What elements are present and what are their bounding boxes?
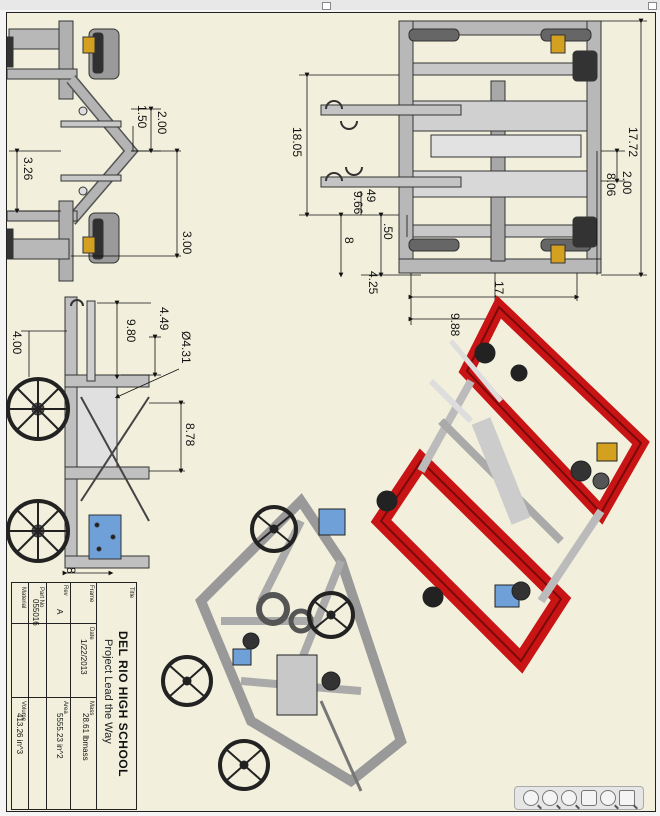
dim-label: 18.05	[290, 127, 304, 157]
top-view	[7, 20, 139, 282]
area-value: 5555.23 in^2	[55, 713, 64, 759]
side-view-dims	[21, 300, 185, 576]
dim-label: 8.78	[183, 423, 197, 447]
title-block-divider	[46, 583, 47, 809]
frame-label: Frame	[88, 585, 94, 603]
dim-label: 4.49	[157, 307, 171, 331]
title-block-divider	[96, 583, 97, 809]
drawing-sheet: 2.00 1.50 3.26 3.00	[6, 12, 656, 812]
dim-label: 9.88	[448, 313, 462, 337]
dim-label: 17.72	[626, 127, 640, 157]
dim-label: 9.80	[124, 319, 138, 343]
project-name: Project Lead the Way	[102, 639, 114, 744]
title-block-divider	[12, 697, 96, 698]
view-toolbar	[514, 786, 644, 810]
title-block-divider	[70, 583, 71, 809]
volume-value: 413.26 in^3	[15, 713, 24, 755]
rev-label: Rev	[62, 585, 68, 596]
part-no-value: 055016	[31, 599, 40, 626]
dim-label: 1.50	[135, 105, 149, 129]
dim-label: 2.00	[155, 111, 169, 135]
dim-label: 4.25	[366, 271, 380, 295]
top-view-dims	[9, 106, 181, 259]
mass-value: 28.61 lbmass	[81, 713, 90, 761]
isometric-wagon-view	[370, 295, 650, 674]
drawing-canvas: 2.00 1.50 3.26 3.00	[7, 18, 650, 792]
dim-label: 4.00	[10, 331, 24, 355]
side-view	[7, 296, 150, 569]
isometric-cart-view	[161, 493, 407, 792]
dim-label: 8	[342, 237, 356, 244]
dim-label: .50	[381, 223, 395, 240]
rev-value: A	[55, 609, 64, 615]
title-block-divider	[28, 583, 29, 809]
dim-label: 8.06	[604, 173, 618, 197]
dim-label: 3.26	[21, 157, 35, 181]
home-view-icon[interactable]	[619, 790, 636, 806]
title-block-divider	[12, 623, 96, 624]
pan-icon[interactable]	[580, 790, 597, 806]
dim-label: 49	[364, 189, 378, 203]
orbit-icon[interactable]	[599, 790, 616, 806]
window-top-bar	[0, 0, 660, 10]
title-block: Material Part No 055016 Rev A Frame Date…	[11, 582, 137, 810]
zoom-icon[interactable]	[561, 790, 578, 806]
area-label: Area	[62, 701, 68, 714]
dim-label: 9.66	[351, 191, 365, 215]
selection-handle-icon[interactable]	[648, 2, 657, 10]
school-name: DEL RIO HIGH SCHOOL	[116, 631, 130, 777]
title-label: Title	[128, 587, 134, 599]
zoom-window-icon[interactable]	[541, 790, 558, 806]
selection-handle-icon[interactable]	[322, 2, 331, 10]
dim-label: 8	[64, 567, 78, 574]
front-view	[320, 20, 602, 274]
zoom-all-icon[interactable]	[522, 790, 539, 806]
date-label: Date	[88, 627, 94, 640]
dim-label: 3.00	[180, 231, 194, 255]
date-value: 1/22/2013	[79, 639, 88, 675]
material-label: Material	[20, 587, 26, 609]
dim-label: Ø4.31	[179, 331, 193, 364]
dim-label: 2.00	[620, 171, 634, 195]
